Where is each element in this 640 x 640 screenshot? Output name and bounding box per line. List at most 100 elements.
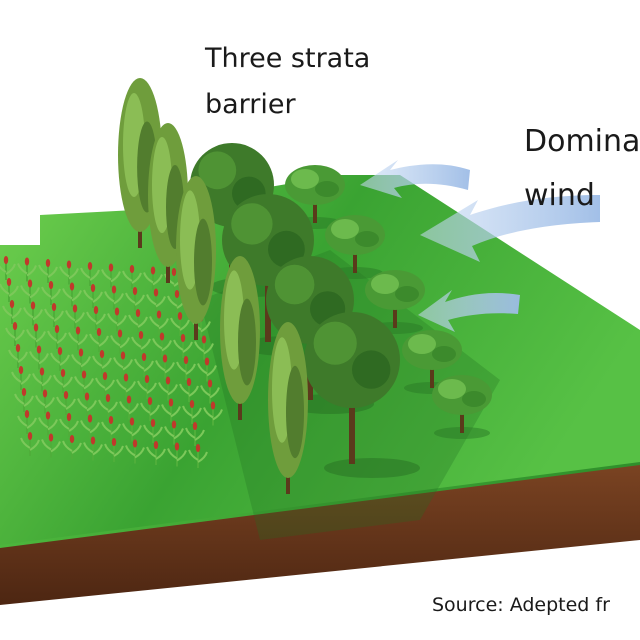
crop-plant-icon <box>152 332 172 357</box>
crop-plant-icon <box>185 422 205 446</box>
barrier-label-line2: barrier <box>205 89 296 120</box>
crop-plant-icon <box>119 395 139 420</box>
crop-plant-icon <box>125 439 145 464</box>
barrier-label: Three strata barrier <box>205 36 370 128</box>
soil-layer <box>0 465 640 605</box>
wind-label: Domina wind <box>524 115 640 223</box>
crop-plant-icon <box>38 411 58 436</box>
crop-plant-icon <box>74 370 94 395</box>
crop-plant-icon <box>59 260 79 285</box>
crop-plant-icon <box>26 323 46 348</box>
crop-plant-icon <box>164 420 184 445</box>
crop-plant-icon <box>131 331 151 355</box>
crop-plant-icon <box>50 347 70 371</box>
crop-plant-icon <box>143 266 163 291</box>
poplar-tree-icon <box>176 176 216 340</box>
crop-plant-icon <box>83 284 103 308</box>
crop-plant-icon <box>56 391 76 415</box>
broadleaf-tree-icon <box>304 312 420 478</box>
crop-plant-icon <box>104 285 124 310</box>
crop-plant-icon <box>158 376 178 401</box>
crop-plant-icon <box>101 416 121 440</box>
crop-plant-icon <box>62 435 82 459</box>
crop-plant-icon <box>182 400 202 424</box>
crop-plant-icon <box>2 300 22 324</box>
crop-plant-icon <box>155 354 175 379</box>
crop-plant-icon <box>146 441 166 465</box>
crop-plant-icon <box>17 410 37 434</box>
crop-plant-icon <box>89 328 109 352</box>
source-caption: Source: Adepted fr <box>432 594 610 616</box>
crop-plant-icon <box>5 322 25 346</box>
crop-plant-icon <box>0 278 19 302</box>
crop-plant-icon <box>41 433 61 458</box>
wind-arrow-icon <box>418 290 520 332</box>
shrub-tree-icon <box>365 270 425 334</box>
crop-plant-icon <box>80 414 100 439</box>
wind-label-line1: Domina <box>524 124 640 159</box>
shrub-tree-icon <box>402 330 462 394</box>
crop-plant-icon <box>140 397 160 421</box>
crop-plant-icon <box>137 375 157 399</box>
shrub-tree-icon <box>325 215 385 279</box>
crop-plant-icon <box>173 334 193 358</box>
crop-plant-icon <box>20 279 40 304</box>
shrub-tree-icon <box>432 375 492 439</box>
crop-plant-icon <box>194 335 214 360</box>
crop-plant-icon <box>59 413 79 437</box>
crop-field <box>0 256 223 468</box>
crop-plant-icon <box>83 436 103 461</box>
crop-plant-icon <box>107 307 127 332</box>
crop-plant-icon <box>113 351 133 376</box>
poplar-tree-icon <box>220 256 260 420</box>
three-strata-barrier <box>118 78 492 494</box>
crop-plant-icon <box>134 353 154 377</box>
crop-plant-icon <box>44 303 64 327</box>
crop-plant-icon <box>23 301 43 326</box>
barrier-label-line1: Three strata <box>205 43 371 74</box>
crop-plant-icon <box>77 392 97 417</box>
crop-plant-icon <box>80 262 100 286</box>
wind-label-line2: wind <box>524 178 595 213</box>
crop-plant-icon <box>179 378 199 402</box>
crop-plant-icon <box>161 398 181 423</box>
wind-arrow-icon <box>420 195 600 262</box>
crop-plant-icon <box>47 325 67 349</box>
crop-plant-icon <box>62 282 82 307</box>
crop-plant-icon <box>170 312 190 336</box>
crop-plant-icon <box>125 287 145 311</box>
poplar-tree-icon <box>268 322 308 494</box>
crop-plant-icon <box>200 379 220 404</box>
crop-plant-icon <box>188 444 208 468</box>
crop-plant-icon <box>143 419 163 443</box>
crop-plant-icon <box>35 389 55 414</box>
crop-plant-icon <box>110 329 130 354</box>
crop-plant-icon <box>92 350 112 374</box>
crop-plant-icon <box>146 288 166 313</box>
crop-plant-icon <box>122 265 142 289</box>
crop-plant-icon <box>203 401 223 426</box>
crop-plant-icon <box>8 344 28 368</box>
poplar-tree-icon <box>118 78 162 248</box>
wind-arrows <box>360 160 600 332</box>
crop-plant-icon <box>128 309 148 333</box>
crop-plant-icon <box>122 417 142 442</box>
crop-plant-icon <box>20 432 40 456</box>
crop-plant-icon <box>101 263 121 288</box>
crop-plant-icon <box>0 256 16 280</box>
crop-plant-icon <box>29 345 49 370</box>
crop-plant-icon <box>167 442 187 467</box>
crop-plant-icon <box>197 357 217 382</box>
crop-plant-icon <box>32 367 52 392</box>
crop-plant-icon <box>116 373 136 398</box>
crop-plant-icon <box>41 281 61 305</box>
crop-plant-icon <box>86 306 106 330</box>
crop-plant-icon <box>14 388 34 412</box>
crop-plant-icon <box>38 259 58 283</box>
crop-plant-icon <box>11 366 31 390</box>
crop-plant-icon <box>176 356 196 380</box>
crop-plant-icon <box>17 257 37 282</box>
crop-plant-icon <box>53 369 73 393</box>
wind-arrow-icon <box>360 160 470 198</box>
